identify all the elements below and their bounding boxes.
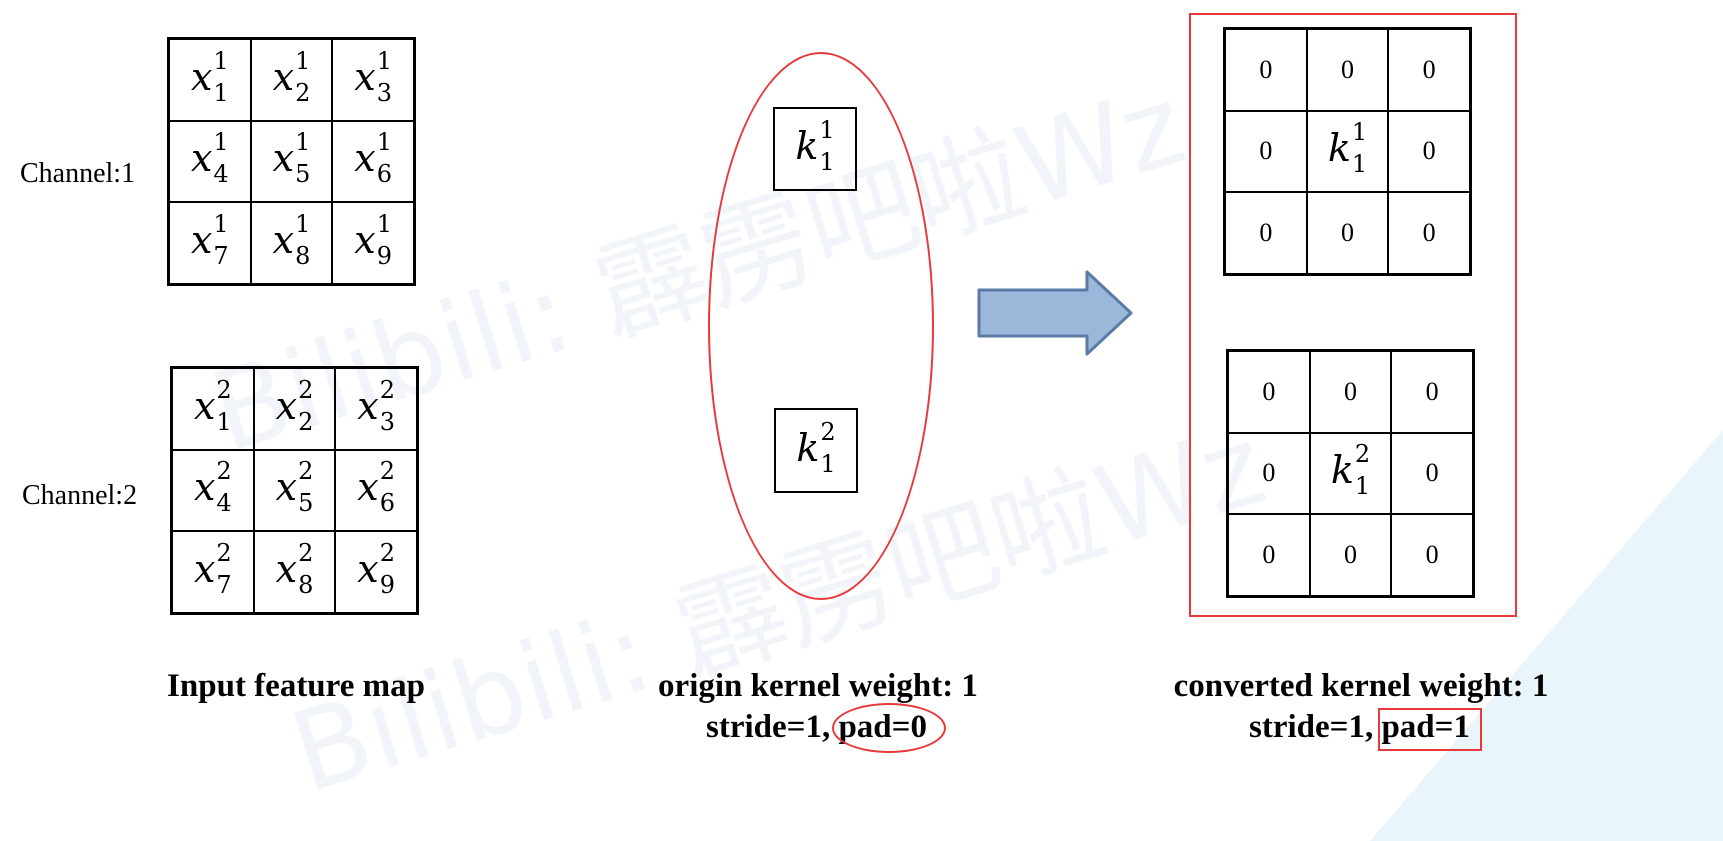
right-arrow-icon (977, 270, 1133, 356)
pad0-highlight-ellipse (832, 703, 946, 753)
converted-kernel-highlight-box (1189, 13, 1517, 617)
grid-cell-zero: 0 (1225, 192, 1307, 274)
grid-cell-zero: 0 (1388, 29, 1470, 111)
grid-cell-zero: 0 (1388, 110, 1470, 193)
grid-cell-zero: 0 (1309, 514, 1392, 596)
grid-cell-zero: 0 (1306, 192, 1389, 274)
grid-cell-zero: 0 (1228, 351, 1310, 433)
origin-kernel-caption: origin kernel weight: 1 (658, 668, 978, 704)
grid-cell-zero: 0 (1228, 432, 1310, 515)
grid-cell-zero: 0 (1228, 514, 1310, 596)
input-feature-map-caption: Input feature map (167, 668, 425, 704)
grid-cell-zero: 0 (1391, 514, 1473, 596)
grid-cell-zero: 0 (1309, 351, 1392, 433)
grid-cell-zero: 0 (1225, 29, 1307, 111)
grid-cell-zero: 0 (1391, 432, 1473, 515)
converted-kernel-caption: converted kernel weight: 1 (1173, 668, 1549, 704)
kernel-ellipse (708, 52, 934, 600)
grid-cell-zero: 0 (1388, 192, 1470, 274)
converted-stride-text: stride=1, (1249, 709, 1374, 745)
converted-pad-text: pad=1 (1381, 709, 1470, 745)
grid-cell-zero: 0 (1306, 29, 1389, 111)
converted-stride-pad-caption: stride=1, pad=1 (1249, 709, 1470, 746)
pad1-highlight-box (1378, 708, 1482, 751)
channel1-label: Channel:1 (20, 158, 136, 189)
origin-stride-text: stride=1, (706, 709, 831, 745)
grid-cell-zero: 0 (1391, 351, 1473, 433)
grid-cell-zero: 0 (1225, 110, 1307, 193)
channel2-label: Channel:2 (22, 480, 138, 511)
